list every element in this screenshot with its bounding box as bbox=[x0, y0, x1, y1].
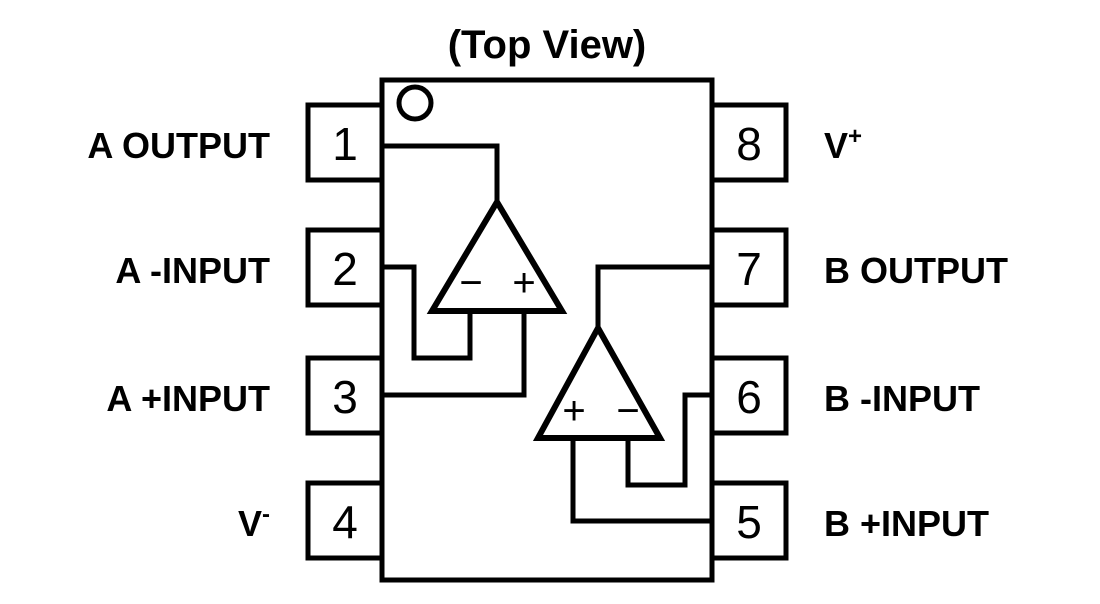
pin-label-8-text: V bbox=[824, 125, 848, 166]
amplifier-a-minus-symbol: − bbox=[459, 261, 482, 305]
pin-label-7: B OUTPUT bbox=[824, 250, 1008, 291]
amplifier-a-triangle bbox=[426, 196, 568, 314]
wire-pin3-to-ampA-plus bbox=[382, 311, 527, 398]
diagram-title: (Top View) bbox=[448, 23, 647, 67]
pin-number-6: 6 bbox=[736, 371, 762, 423]
wire-pin6-to-ampB-minus bbox=[625, 392, 712, 488]
amplifier-b-plus-symbol: + bbox=[562, 389, 585, 433]
pin-label-8: V+ bbox=[824, 123, 862, 166]
pin-label-2: A -INPUT bbox=[115, 250, 270, 291]
wire-pin2-to-ampA-minus bbox=[382, 264, 473, 361]
pin-label-1: A OUTPUT bbox=[87, 125, 270, 166]
amplifier-a-plus-symbol: + bbox=[512, 261, 535, 305]
pin-box-1[interactable] bbox=[305, 102, 385, 183]
pin-label-6: B -INPUT bbox=[824, 378, 980, 419]
pin-label-8-superscript: + bbox=[848, 123, 862, 150]
pin-box-8[interactable] bbox=[709, 102, 789, 183]
pin-box-6[interactable] bbox=[709, 355, 789, 436]
pin-label-3: A +INPUT bbox=[106, 378, 270, 419]
pin-label-5: B +INPUT bbox=[824, 503, 989, 544]
pin-label-4: V- bbox=[238, 501, 270, 544]
wire-pin5-to-ampB-plus bbox=[570, 438, 712, 524]
amplifier-b-minus-symbol: − bbox=[616, 389, 639, 433]
package-body-outline bbox=[379, 77, 715, 583]
wire-pin1-to-ampA-output bbox=[382, 143, 500, 202]
pin-number-7: 7 bbox=[736, 243, 762, 295]
pin-label-4-superscript: - bbox=[262, 501, 270, 528]
pin-number-2: 2 bbox=[332, 243, 358, 295]
wire-pin7-to-ampB-output bbox=[595, 264, 712, 328]
pin-box-4[interactable] bbox=[305, 480, 385, 561]
pin-box-2[interactable] bbox=[305, 227, 385, 308]
circle-dot-icon bbox=[396, 84, 434, 122]
pin-label-4-text: V bbox=[238, 503, 262, 544]
pin-number-1: 1 bbox=[332, 118, 358, 170]
amplifier-b-triangle bbox=[532, 321, 666, 441]
pin-number-5: 5 bbox=[736, 496, 762, 548]
pin-box-3[interactable] bbox=[305, 355, 385, 436]
pin-number-4: 4 bbox=[332, 496, 358, 548]
pin-number-8: 8 bbox=[736, 118, 762, 170]
pin-number-3: 3 bbox=[332, 371, 358, 423]
